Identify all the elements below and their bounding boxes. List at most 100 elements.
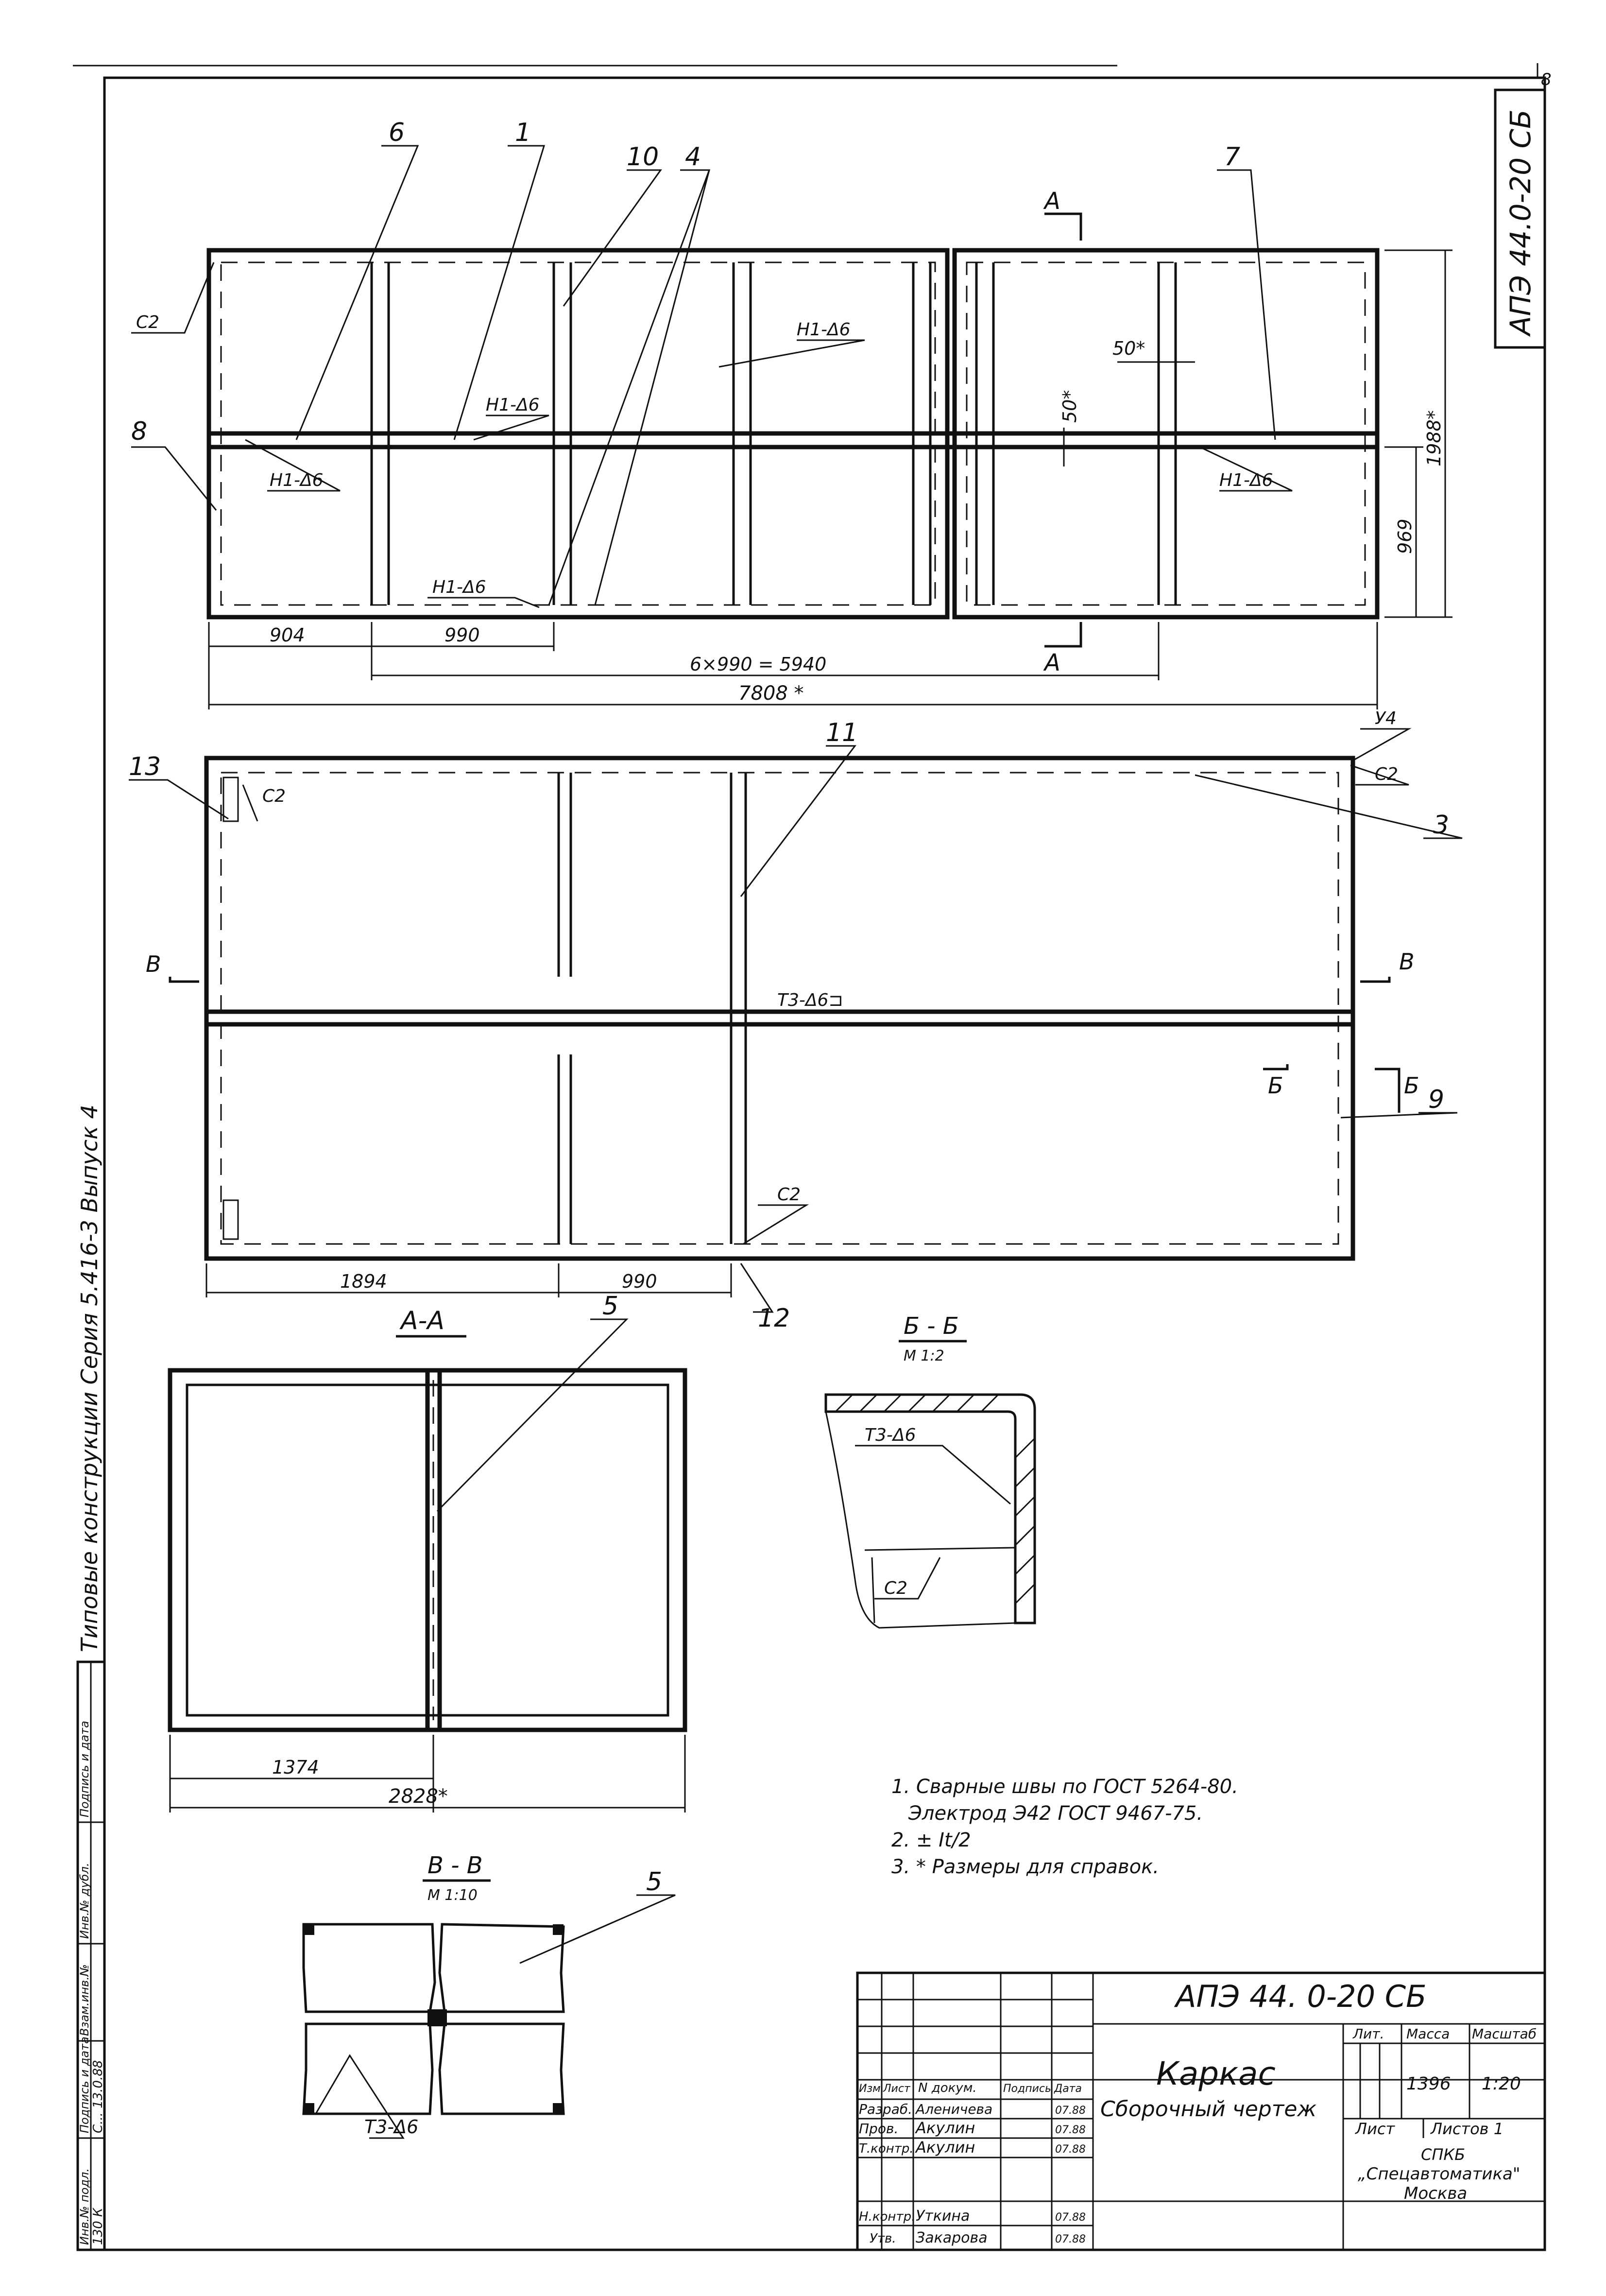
tb-mass: 1396 (1406, 2074, 1451, 2094)
dim-1988: 1988* (1423, 410, 1445, 466)
sheet-frame: 8 АПЭ 44.0-20 СБ (73, 63, 1552, 2251)
dim-969: 969 (1394, 518, 1416, 554)
tb-col-list: Лист (883, 2083, 911, 2095)
dim-2828: 2828* (389, 1785, 448, 1808)
section-aa: А-А 5 1374 2828* (168, 1292, 687, 1813)
tb-col-izm: Изм. (859, 2083, 884, 2095)
tb-org-2: „Спецавтоматика" (1358, 2164, 1521, 2184)
tb-code: АПЭ 44. 0-20 СБ (1174, 1979, 1427, 2014)
section-bb-title: Б - Б (904, 1312, 959, 1340)
section-bb-scale: М 1:2 (904, 1347, 944, 1364)
sign-value: С... 13.0.88 (91, 2060, 105, 2133)
section-aa-callout-5: 5 (602, 1292, 618, 1321)
section-vv-scale: М 1:10 (427, 1887, 478, 1904)
inv-value: 130 К (91, 2207, 105, 2245)
tb-sheets-label: Листов 1 (1430, 2120, 1503, 2138)
tb-mass-label: Масса (1406, 2026, 1450, 2042)
bottom-callout-12: 12 (758, 1304, 790, 1333)
plan-callout-10: 10 (627, 142, 659, 172)
note-2: 2. ± It/2 (891, 1829, 971, 1851)
tb-org-1: СПКБ (1421, 2145, 1465, 2164)
note-1b: Электрод Э42 ГОСТ 9467-75. (908, 1802, 1203, 1825)
dim-990-bottom: 990 (622, 1271, 657, 1292)
plan-callout-1: 1 (515, 118, 531, 147)
bottom-callout-3: 3 (1433, 811, 1449, 840)
tb-name: Каркас (1156, 2055, 1276, 2092)
tb-scale-label: Масштаб (1472, 2026, 1537, 2042)
plan-weld-h1-b: Н1-Δ6 (486, 395, 540, 415)
tb-org-3: Москва (1404, 2184, 1467, 2203)
bottom-section-b-right: Б (1404, 1072, 1419, 1099)
dim-990: 990 (444, 624, 480, 646)
bottom-section-v-right: В (1399, 949, 1415, 975)
plan-callout-8: 8 (131, 417, 147, 446)
section-bb-weld-c2: С2 (884, 1578, 907, 1598)
plan-weld-h1-e: Н1-Δ6 (1219, 470, 1273, 490)
section-bb: Б - Б М 1:2 Т3-Δ6 С2 (824, 1312, 1036, 1629)
tb-col-date: Дата (1054, 2083, 1082, 2095)
section-vv-title: В - В (427, 1852, 483, 1879)
tb-col-sign: Подпись (1003, 2083, 1051, 2095)
note-1: 1. Сварные швы по ГОСТ 5264-80. (891, 1776, 1238, 1798)
dim-1374: 1374 (272, 1757, 319, 1778)
tb-role-4: Утв. (870, 2231, 896, 2246)
title-block: АПЭ 44. 0-20 СБ Каркас Сборочный чертеж … (856, 1971, 1546, 2251)
tb-date-4: 07.88 (1055, 2233, 1086, 2245)
notes: 1. Сварные швы по ГОСТ 5264-80. Электрод… (891, 1776, 1238, 1878)
tb-role-2: Т.контр. (859, 2141, 914, 2156)
section-bb-weld-t3: Т3-Δ6 (865, 1425, 916, 1445)
archive-field-2: Подпись и дата (78, 2037, 91, 2133)
section-vv-weld: Т3-Δ6 (364, 2116, 418, 2138)
dim-50-horizontal: 50* (1112, 338, 1145, 359)
dim-50-vertical: 50* (1059, 390, 1080, 423)
archive-field-1: Инв.№ подл. (78, 2168, 91, 2245)
section-aa-title: А-А (399, 1306, 444, 1335)
tb-role-1: Пров. (859, 2121, 898, 2137)
tb-role-0: Разраб. (859, 2101, 912, 2117)
bottom-weld-c2-bottom: С2 (777, 1185, 801, 1205)
plan-view: 6 1 10 4 7 8 С2 Н1-Δ6 Н1-Δ6 Н1-Δ6 Н1-Δ6 … (131, 118, 1452, 709)
tb-date-1: 07.88 (1055, 2124, 1086, 2136)
bottom-weld-c2-right: С2 (1375, 764, 1398, 784)
tb-date-2: 07.88 (1055, 2143, 1086, 2156)
bottom-section-v-left: В (146, 951, 161, 977)
tb-person-1: Акулин (915, 2119, 975, 2137)
tb-date-3: 07.88 (1055, 2211, 1086, 2224)
archive-field-3: Взам.инв.№ (78, 1964, 91, 2036)
dim-7808: 7808 * (738, 682, 804, 705)
bottom-weld-y4: У4 (1375, 708, 1397, 728)
bottom-weld-c2-corner: С2 (262, 786, 286, 806)
plan-section-a-bottom: А (1043, 649, 1060, 676)
bottom-callout-11: 11 (826, 718, 858, 747)
archive-field-4: Инв.№ дубл. (78, 1863, 91, 1939)
plan-weld-h1-d: Н1-Δ6 (432, 577, 486, 597)
plan-section-a-top: А (1043, 188, 1060, 215)
bottom-weld-t3: Т3-Δ6⊐ (777, 990, 843, 1010)
tb-person-4: Закарова (916, 2229, 988, 2246)
dim-6x990: 6×990 = 5940 (690, 654, 826, 675)
plan-weld-c2: С2 (136, 312, 159, 332)
tb-col-ndok: N докум. (918, 2081, 977, 2095)
sheet-number: 8 (1541, 70, 1552, 89)
side-strip: Типовые конструкции Серия 5.416-3 Выпуск… (76, 671, 106, 2251)
series-text: Типовые конструкции Серия 5.416-3 Выпуск… (76, 1105, 103, 1652)
tb-lit-label: Лит. (1352, 2026, 1384, 2042)
bottom-callout-13: 13 (129, 752, 161, 781)
plan-weld-h1-c: Н1-Δ6 (797, 320, 851, 340)
tb-role-3: Н.контр. (859, 2210, 915, 2224)
plan-callout-4: 4 (685, 142, 701, 172)
bottom-view: 13 11 3 9 12 С2 У4 С2 Т3-Δ6⊐ С2 В В Б Б … (129, 708, 1463, 1333)
section-vv-callout-5: 5 (646, 1867, 662, 1897)
plan-weld-h1-a: Н1-Δ6 (270, 470, 324, 490)
bottom-section-b-left: Б (1268, 1072, 1283, 1099)
dim-904: 904 (270, 624, 305, 646)
tb-subtitle: Сборочный чертеж (1100, 2097, 1316, 2122)
section-vv: В - В М 1:10 5 Т3-Δ6 (302, 1852, 676, 2139)
dim-1894: 1894 (340, 1271, 387, 1292)
plan-callout-7: 7 (1224, 142, 1240, 172)
note-3: 3. * Размеры для справок. (891, 1856, 1159, 1878)
tb-date-0: 07.88 (1055, 2105, 1086, 2117)
tb-person-0: Аленичева (915, 2101, 992, 2117)
plan-callout-6: 6 (389, 118, 405, 147)
